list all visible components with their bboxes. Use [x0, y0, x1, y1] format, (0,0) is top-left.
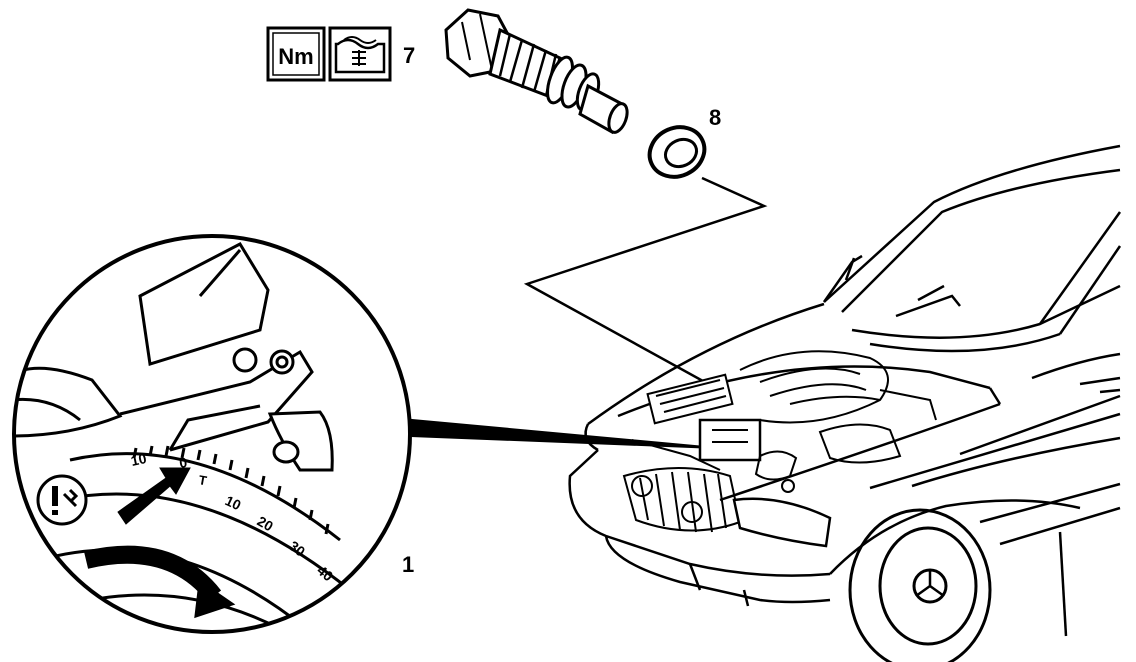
callout-7-label: 7 — [403, 43, 415, 68]
scale-label-20: 20 — [255, 513, 277, 535]
scale-label-left-10: 10 — [129, 450, 148, 469]
warning-wrench-icon — [36, 474, 88, 526]
scale-label-10: 10 — [223, 492, 244, 513]
headlight — [732, 497, 832, 548]
fluid-container-icon — [328, 26, 392, 82]
callout-8-label: 8 — [709, 105, 721, 130]
scale-label-zero: 0 — [178, 454, 188, 471]
scale-label-ot: T — [197, 472, 207, 488]
torque-symbol: Nm — [266, 26, 326, 82]
radiator-grille — [622, 467, 742, 533]
leader-line-parts — [523, 176, 768, 388]
engine-compartment — [631, 350, 937, 493]
seal-ring — [647, 125, 707, 179]
leader-line-detail — [411, 418, 717, 449]
torque-label: Nm — [278, 44, 313, 69]
magnified-detail: 10 0 T 10 20 30 40 — [12, 234, 412, 634]
vehicle-outline — [568, 144, 1122, 637]
pointer-arrow — [117, 467, 191, 525]
front-wheel — [848, 508, 992, 662]
callout-1-label: 1 — [402, 552, 414, 577]
temperature-sensor — [444, 8, 629, 135]
